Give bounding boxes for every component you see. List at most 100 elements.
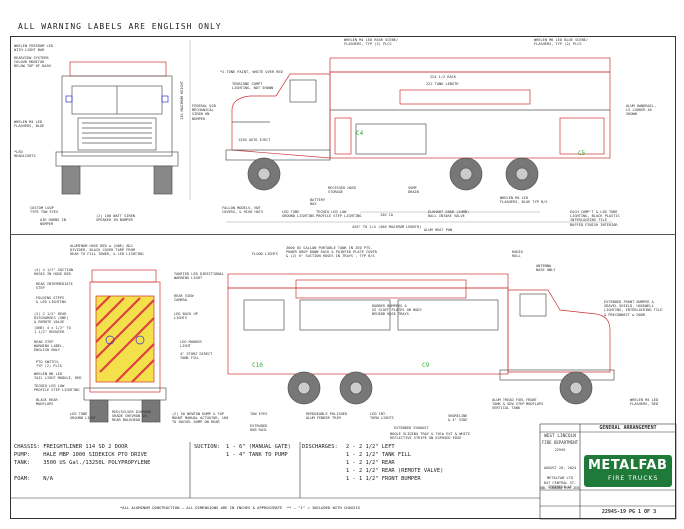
discharges-label: DISCHARGES: [302,444,338,450]
compartment-c5: C5 [578,150,586,157]
spec-tank: TANK: 3500 US Gal./13250L POLYPROPYLENE [14,460,151,466]
callout: LED TUBE GROUND LIGHTING [282,210,315,219]
tb-drawing-no: 22945-19 PG 1 OF 3 [601,509,657,515]
callout: RUBBER BUMPERS & SS SCUFF PLATES ON BODY… [372,304,422,317]
callout: TENSIONE COMPT LIGHTING, NOT SHOWN [232,82,274,91]
callout: WHELEN M4 LED REAR SCENE/ FLASHERS, TYP … [344,38,399,47]
drawing-sheet [10,36,676,519]
callout: ALUMINUM HOSE BED w (ONE) ADJ DIVIDER, B… [70,244,144,257]
callout: (2) 100 WATT SIREN SPEAKER IN BUMPER [96,214,135,223]
callout: WHELEN M6 LED BLUE SCENE/ FLASHERS, TYP … [534,38,589,47]
callout: REAR VIEW CAMERA [174,294,194,303]
callout: AIR HORNS IN BUMPER [40,218,66,227]
discharge-line: 1 - 1 1/2" FRONT BUMPER [346,476,421,482]
discharge-line: 2 - 2 1/2" LEFT [346,444,395,450]
callout: EACH COMP'T & LED TUBE LIGHTING, BLACK P… [570,210,620,227]
compartment-c4: C4 [356,130,364,137]
callout: *2-TONE PAINT, WHITE OVER RED [220,70,283,74]
side-view-top [189,40,612,223]
callout: FRONT MUDFLAPS [526,398,544,407]
callout: EXTENDED FRONT BUMPER & GRAVEL SHIELD, H… [604,300,663,317]
tb-job: 22945 [554,448,566,452]
callout: BOOLE SLIDING TRAY & 70lb EXT & WHITE RE… [390,432,471,441]
logo-sub: FIRE TRUCKS [608,475,659,482]
divider [10,234,676,235]
callout: FALLON MODELS, NUT COVERS, & HIGH HATS [222,206,264,215]
dim-overall: 420" TO 1/4 (408 MAXIMUM LENGTH) [352,225,422,229]
callout: REMOVEABLE POLISHED ALUM FENDER TRIM [306,412,348,421]
footer-note: *ALL ALUMINUM CONSTRUCTION — ALL DIMENSI… [120,505,361,510]
side-view-bottom [227,273,615,405]
tb-address: 847 CENTRAL ST. CENTREVILLE [543,481,577,489]
callout: TECNIQ LED LOW PROFILE STEP LIGHTING [34,384,80,393]
callout: (4) 4 1/2" SUCTION HOSES IN HOSE BED [34,268,73,277]
discharge-line: 1 - 2 1/2" TANK FILL [346,452,411,458]
tb-customer: WEST LINCOLN [544,434,576,439]
callout: CUSTOM LOOP TYPE TOW EYES [30,206,59,215]
callout: RED/SILVER DIAMOND GRADE CHEVRON ON REAR… [112,410,151,423]
callout: LED INT. TURN LIGHTS [370,412,394,421]
callout: RECESSED HOSE STORAGE [328,186,357,195]
callout: BATTERY BOX [310,198,326,207]
tb-date: AUGUST 20, 2024 [543,466,577,470]
discharge-line: 1 - 2 1/2" REAR (REMOTE VALVE) [346,468,444,474]
callout: WHELEN M4 LED FLASHERS, RED [630,398,659,407]
callout: TANFIED LED DIRECTIONAL WARNING LIGHT [174,272,224,281]
callout: LED BACK UP LIGHTS [174,312,198,321]
tb-customer2: FIRE DEPARTMENT [541,440,579,445]
spec-pump: PUMP: HALE MBP 1000 SIDEKICK PTO DRIVE [14,452,148,458]
spec-foam: FOAM: N/A [14,476,53,482]
callout: WHELEN M4 LED FLASHERS, BLUE TYP B/S [500,196,548,205]
discharge-line: 1 - 2 1/2" REAR [346,460,395,466]
callout: (2) 2 1/2" REAR DISCHARGES (ONE) & REMOT… [34,312,69,325]
callout: ANTENNA BASE ONLY [536,264,556,273]
callout: TOW EYES [250,412,268,416]
callout: FLOOD LIGHTS [252,252,278,256]
suction-line: 1 - 6" (MANUAL GATE) [226,444,291,450]
callout: WHELEN M4 LED FLASHERS, BLUE [14,120,45,129]
callout: PTO SWITCH, TYP (2) PLCS [36,360,62,369]
suction-line: 1 - 4" TANK TO PUMP [226,452,288,458]
callout: RADIO ROLL [512,250,523,259]
tb-company: METALFAB LTD [547,476,573,480]
compartment-c10: C10 [252,362,263,369]
logo-word: METALFAB [588,458,668,473]
dim-body: 224 1/2 RACK [430,75,456,79]
compartment-c9: C9 [422,362,430,369]
spec-chassis: CHASSIS: FREIGHTLINER 114 SD 2 DOOR [14,444,128,450]
callout: REAR INTERMEDIATE STEP [36,282,73,291]
callout: FEDERAL Q2B MECHANICAL SIREN ON BUMPER [192,104,216,121]
callout: TECNIQ LED LOW PROFILE STEP LIGHTING [316,210,362,219]
callout: (ONE) 4 x 1/2" TO 1 1/2" REDUCER [34,326,71,335]
callout: ALUM HEAT PAN [424,228,453,232]
callout: 1250 AUTO EJECT [238,138,271,142]
callout: 3000 US GALLON PORTABLE TANK IN ZED PTS.… [286,246,377,259]
callout: WHELEN M6 LED TAIL LIGHT MODULE, RED [34,372,82,381]
dim-tank: 222 TANK LENGTH [426,82,459,86]
callout: BLACK REAR MUDFLAPS [36,398,58,407]
callout: ELKHART 2860 (JUMB) BALL INTAKE VALVE [428,210,470,219]
callout: ALUM HANDRAIL, LS LOOKER AS SHOWN [626,104,657,117]
callout: ALUM TREAD FUEL TANK & SEW STEP VERTICAL… [492,398,525,411]
callout: SHORELINE & 4" SIDE [448,414,468,423]
callout: *LED HEADLIGHTS [14,150,36,159]
tb-address2: NB. CANADA E7K 2E8 [540,486,580,490]
callout: FOLDING STEPS & LED LIGHTING [36,296,67,305]
dim-wheelbase: 150 CA [380,213,393,217]
callout: EXTENDED EXHAUST [394,426,429,430]
suction-label: SUCTION: [194,444,220,450]
callout: WHELEN FREEDOM LED WITH LIGHT BAR [14,44,53,53]
callout: REARVIEW SYSTEMS COLOUR MONITOR BELOW TO… [14,56,51,69]
callout: LED TUBE GROUND LIGHT [70,412,96,421]
page-title: ALL WARNING LABELS ARE ENGLISH ONLY [18,22,222,31]
tb-section: GENERAL ARRANGEMENT [599,425,657,431]
callout: REAR STEP WARNING LABEL, ENGLISH ONLY [34,340,65,353]
callout: LED MARKER LIGHT [180,340,202,349]
callout: 4" STORZ DIRECT TANK FILL [180,352,213,361]
dim-height: 130 MAXIMUM HEIGHT [180,81,184,120]
callout: (2) 50 NEWTON DUMP & TOP MOUNT MANUAL AC… [172,412,229,425]
callout: EXTRUDED RUB RAIL [250,424,268,433]
metalfab-logo: METALFAB FIRE TRUCKS [584,455,672,487]
front-view-top [55,61,179,195]
